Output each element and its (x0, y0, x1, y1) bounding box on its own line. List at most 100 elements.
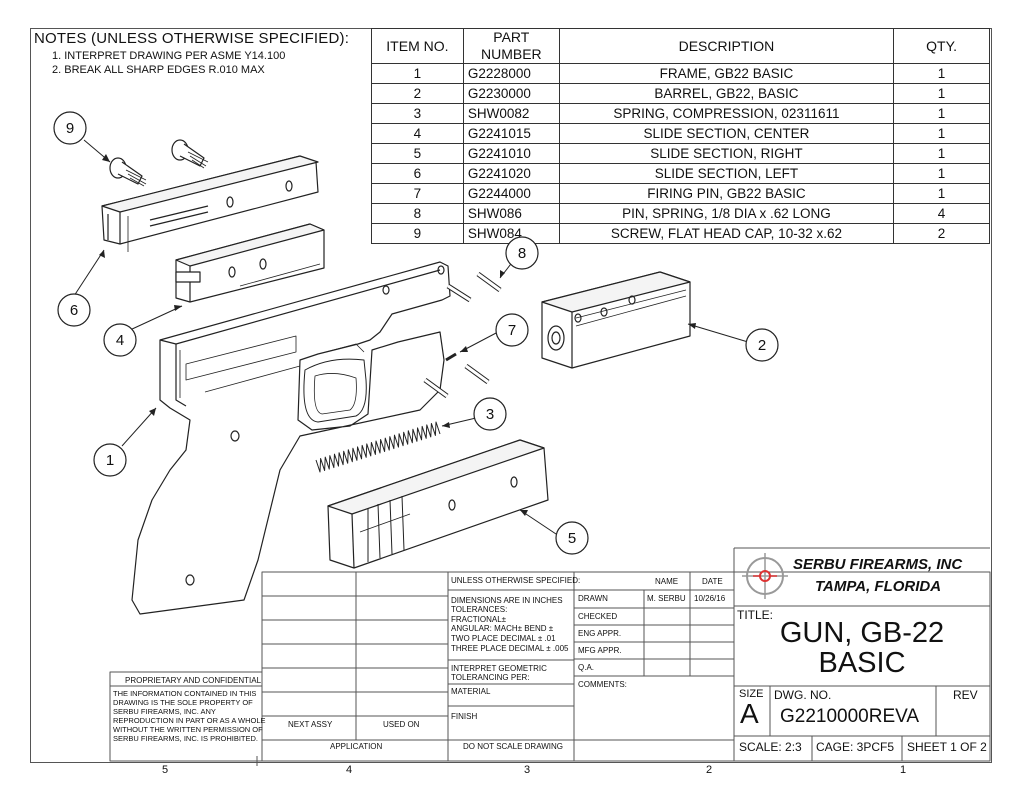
balloon-label-1: 1 (106, 452, 114, 469)
zone-4: 4 (346, 764, 353, 776)
eng-appr-label: ENG APPR. (578, 629, 622, 638)
bom-header-row: ITEM NO. PART NUMBER DESCRIPTION QTY. (371, 28, 990, 64)
note-2: 2. BREAK ALL SHARP EDGES R.010 MAX (52, 64, 265, 76)
firing-pin-part (445, 352, 457, 362)
mfg-appr-label: MFG APPR. (578, 646, 622, 655)
balloon-4 (103, 323, 137, 357)
checked-label: CHECKED (578, 612, 618, 621)
bom-description: FIRING PIN, GB22 BASIC (558, 183, 895, 204)
notes-title: NOTES (UNLESS OTHERWISE SPECIFIED): (34, 30, 350, 47)
note-1: 1. INTERPRET DRAWING PER ASME Y14.100 (52, 50, 286, 62)
do-not-scale: DO NOT SCALE DRAWING (463, 742, 564, 751)
balloon-8 (505, 236, 539, 270)
slide-section-right-part (327, 439, 549, 569)
bom-part-number: G2241020 (462, 163, 560, 184)
bom-description: SCREW, FLAT HEAD CAP, 10-32 x.62 (558, 223, 895, 244)
bom-header-description: DESCRIPTION (558, 28, 895, 64)
balloon-label-6: 6 (70, 302, 78, 319)
qa-label: Q.A. (578, 663, 595, 672)
balloon-6 (57, 293, 91, 327)
sheet-size: A (740, 698, 759, 729)
drawn-label: DRAWN (578, 594, 608, 603)
interpret-line-1: INTERPRET GEOMETRIC (451, 664, 547, 673)
slide-section-left-part (101, 155, 319, 252)
balloon-label-4: 4 (116, 332, 124, 349)
drawing-number: G2210000REVA (780, 706, 920, 727)
balloon-label-9: 9 (66, 120, 74, 137)
name-header: NAME (655, 577, 679, 586)
balloon-9 (53, 111, 87, 145)
tolerance-line-4: ANGULAR: MACH± BEND ± (451, 624, 554, 633)
finish-label: FINISH (451, 712, 478, 721)
tolerance-line-6: THREE PLACE DECIMAL ± .005 (451, 644, 569, 653)
zone-2: 2 (706, 764, 713, 776)
slide-section-center-part (175, 223, 325, 303)
company-name: SERBU FIREARMS, INC (793, 556, 963, 573)
company-location: TAMPA, FLORIDA (815, 578, 942, 595)
tolerance-line-2: TOLERANCES: (451, 605, 508, 614)
application-label: APPLICATION (330, 742, 383, 751)
proprietary-line-3: SERBU FIREARMS, INC. ANY (113, 707, 216, 716)
zone-3: 3 (524, 764, 531, 776)
balloon-label-3: 3 (486, 406, 494, 423)
bom-header-item: ITEM NO. (371, 28, 464, 64)
rev-label: REV (953, 688, 978, 702)
bom-description: SLIDE SECTION, LEFT (558, 163, 895, 184)
cage-code: CAGE: 3PCF5 (816, 740, 895, 754)
tolerance-line-5: TWO PLACE DECIMAL ± .01 (451, 634, 556, 643)
drawing-title-line-1: GUN, GB-22 (779, 617, 945, 649)
bom-part-number: G2244000 (462, 183, 560, 204)
bom-description: BARREL, GB22, BASIC (558, 83, 895, 104)
balloon-7 (495, 313, 529, 347)
balloon-label-7: 7 (508, 322, 516, 339)
size-label: SIZE (739, 688, 764, 700)
drawn-name: M. SERBU (647, 594, 686, 603)
proprietary-title: PROPRIETARY AND CONFIDENTIAL (125, 676, 262, 685)
balloon-label-5: 5 (568, 530, 576, 547)
balloon-1 (93, 443, 127, 477)
proprietary-line-6: SERBU FIREARMS, INC. IS PROHIBITED. (113, 734, 259, 743)
bom-qty: 1 (893, 183, 990, 204)
tolerance-line-3: FRACTIONAL± (451, 615, 507, 624)
date-header: DATE (702, 577, 723, 586)
drawn-date: 10/26/16 (694, 594, 726, 603)
material-label: MATERIAL (451, 687, 491, 696)
sheet-number: SHEET 1 OF 2 (907, 740, 987, 754)
balloon-callouts (53, 111, 779, 555)
balloon-3 (473, 397, 507, 431)
balloon-2 (745, 328, 779, 362)
barrel-part (541, 271, 691, 369)
bom-qty: 2 (893, 223, 990, 244)
bom-part-number: G2228000 (462, 63, 560, 84)
scale: SCALE: 2:3 (739, 740, 802, 754)
dwg-no-label: DWG. NO. (774, 688, 832, 702)
proprietary-line-2: DRAWING IS THE SOLE PROPERTY OF (113, 698, 253, 707)
bom-header-qty: QTY. (893, 28, 990, 64)
bom-description: SLIDE SECTION, RIGHT (558, 143, 895, 164)
frame-part (131, 261, 451, 615)
spring-pins-part (423, 271, 502, 399)
compression-spring-part (315, 421, 441, 473)
zone-1: 1 (900, 764, 907, 776)
interpret-line-2: TOLERANCING PER: (451, 673, 530, 682)
balloon-label-2: 2 (758, 337, 766, 354)
bom-part-number: SHW084 (462, 223, 560, 244)
proprietary-text: THE INFORMATION CONTAINED IN THIS DRAWIN… (113, 689, 266, 743)
bom-qty: 1 (893, 83, 990, 104)
drawing-title-line-2: BASIC (818, 647, 906, 679)
proprietary-line-5: WITHOUT THE WRITTEN PERMISSION OF (113, 725, 263, 734)
next-assy-label: NEXT ASSY (288, 720, 333, 729)
balloon-label-8: 8 (518, 245, 526, 262)
balloon-5 (555, 521, 589, 555)
company-logo-target (742, 553, 788, 599)
zone-5: 5 (162, 764, 169, 776)
bom-description: SPRING, COMPRESSION, 02311611 (558, 103, 895, 124)
comments-label: COMMENTS: (578, 680, 627, 689)
proprietary-line-4: REPRODUCTION IN PART OR AS A WHOLE (113, 716, 266, 725)
